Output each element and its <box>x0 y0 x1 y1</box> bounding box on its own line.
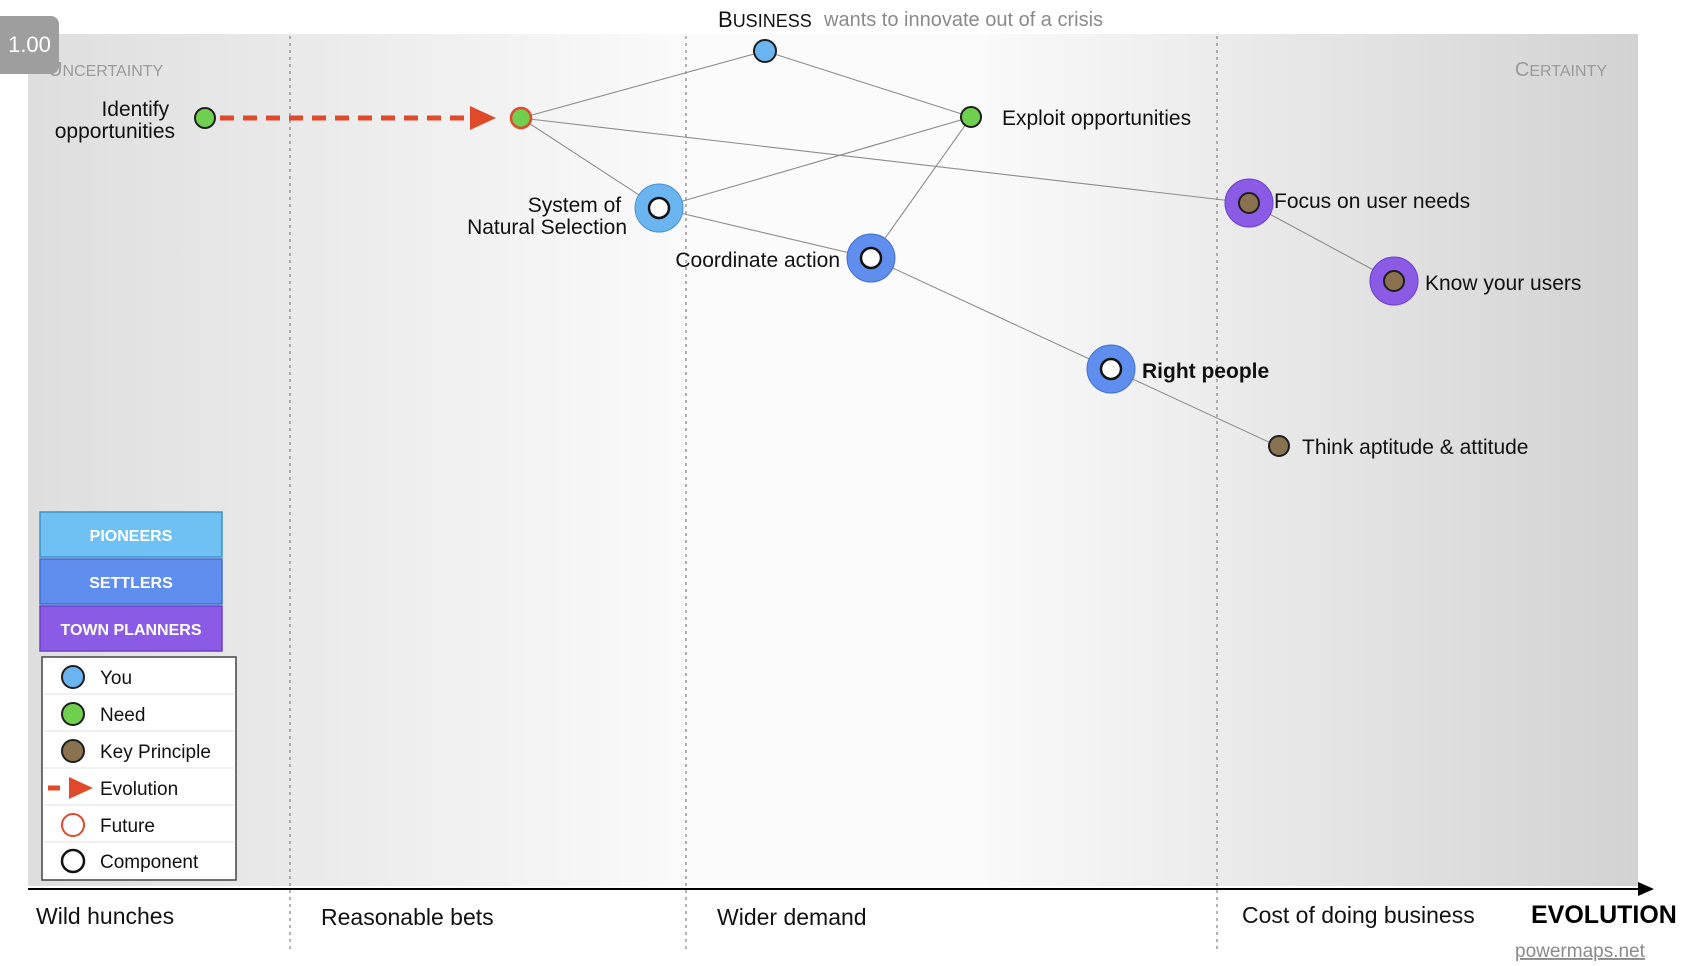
coordinate-action-node[interactable] <box>846 233 896 283</box>
evolution-axis <box>28 882 1654 896</box>
role-pioneers-label: PIONEERS <box>90 528 173 545</box>
zoom-level-badge[interactable]: 1.00 <box>0 16 59 74</box>
map-title: BUSINESS <box>718 7 812 32</box>
link <box>520 117 660 209</box>
legend-evolution-swatch <box>48 777 93 799</box>
legend-you-swatch <box>61 665 85 689</box>
business-node[interactable] <box>753 39 777 63</box>
legend-component-label: Component <box>100 852 199 873</box>
powermaps-credit-link[interactable]: powermaps.net <box>1515 941 1646 962</box>
legend-key-principle-swatch <box>61 739 85 763</box>
role-pioneers[interactable]: PIONEERS <box>39 511 223 558</box>
link <box>658 207 872 259</box>
stage-label-cost-of-doing-business: Cost of doing business <box>1242 902 1475 928</box>
legend-need-label: Need <box>100 705 145 726</box>
legend-need-swatch <box>61 702 85 726</box>
link <box>870 116 972 259</box>
legend-you-label: You <box>100 668 132 689</box>
link <box>1110 368 1274 445</box>
stage-dividers <box>289 36 1218 950</box>
legend-future-label: Future <box>100 816 155 837</box>
dependency-links <box>520 50 1395 445</box>
right-people-node[interactable] <box>1086 344 1136 394</box>
focus-on-user-needs-label: Focus on user needs <box>1274 190 1470 213</box>
right-people-label: Right people <box>1142 360 1269 383</box>
stage-label-reasonable-bets: Reasonable bets <box>321 904 494 930</box>
legend: You Need Key Principle Evolution Future … <box>41 656 237 881</box>
evolution-axis-label: EVOLUTION <box>1531 901 1677 929</box>
natural-selection-node[interactable] <box>634 183 684 233</box>
think-aptitude-attitude-label: Think aptitude & attitude <box>1302 436 1528 459</box>
exploit-opportunities-node[interactable] <box>960 106 982 128</box>
map-background <box>28 34 1638 886</box>
roles-panel: PIONEERS SETTLERS TOWN PLANNERS <box>39 511 223 652</box>
natural-selection-label: System of Natural Selection <box>467 194 627 239</box>
corner-label-uncertainty: UNCERTAINTY <box>48 59 164 81</box>
think-aptitude-attitude-node[interactable] <box>1268 435 1290 457</box>
future-identify-node[interactable] <box>509 106 533 130</box>
legend-evolution-label: Evolution <box>100 779 178 800</box>
legend-key-principle-label: Key Principle <box>100 742 211 763</box>
coordinate-action-label: Coordinate action <box>675 249 840 272</box>
link <box>658 116 972 209</box>
axis-arrowhead <box>1638 882 1654 896</box>
legend-component-swatch <box>60 848 86 874</box>
stage-label-wild-hunches: Wild hunches <box>36 903 174 929</box>
evolution-arrow <box>220 106 496 130</box>
identify-opportunities-label: Identify opportunities <box>55 98 175 143</box>
exploit-opportunities-label: Exploit opportunities <box>1002 107 1191 130</box>
map-description: wants to innovate out of a crisis <box>823 9 1103 31</box>
link <box>520 117 1250 204</box>
identify-opportunities-node[interactable] <box>194 107 216 129</box>
link <box>870 257 1112 370</box>
know-your-users-node[interactable] <box>1369 256 1419 306</box>
role-settlers[interactable]: SETTLERS <box>39 558 223 605</box>
role-town-planners[interactable]: TOWN PLANNERS <box>39 605 223 652</box>
corner-label-certainty: CERTAINTY <box>1515 59 1607 81</box>
role-town-planners-label: TOWN PLANNERS <box>60 622 201 639</box>
link <box>520 50 766 119</box>
role-settlers-label: SETTLERS <box>89 575 173 592</box>
focus-on-user-needs-node[interactable] <box>1224 178 1274 228</box>
know-your-users-label: Know your users <box>1425 272 1581 295</box>
link <box>764 50 972 118</box>
legend-future-swatch <box>61 813 85 837</box>
stage-label-wider-demand: Wider demand <box>717 904 867 930</box>
link <box>1248 202 1395 282</box>
